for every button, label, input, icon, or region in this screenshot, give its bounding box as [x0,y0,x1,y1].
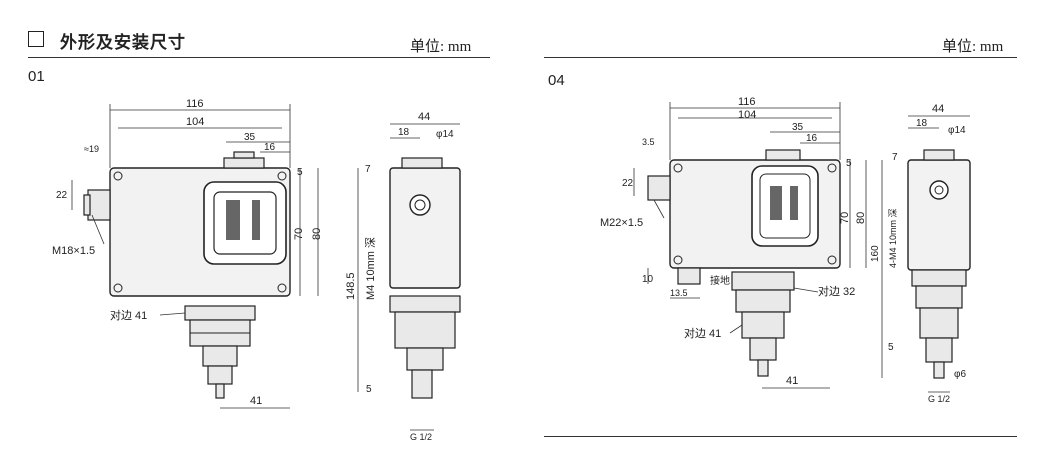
dim-22-04: 22 [622,178,634,189]
figure-04-drawing: 116 104 35 16 3.5 22 M22×1.5 5 70 80 10 … [600,96,971,404]
dim-10-04: 10 [642,274,654,285]
dim-80-04: 80 [855,212,867,224]
m4-thread-label-01: M4 10mm 深 [364,237,377,300]
dim-104-04: 104 [738,109,756,121]
header-rule-left [28,57,490,58]
dim-5b-04: 5 [888,342,894,353]
dim-18-04: 18 [916,118,928,129]
unit-label-left: 单位: mm [410,39,472,55]
dim-116: 116 [186,98,204,110]
dim-80: 80 [311,228,323,240]
dim-22: 22 [56,190,68,201]
g-thread-01: G 1/2 [410,432,432,442]
dim-18-01: 18 [398,127,410,138]
dim-phi6: φ6 [954,369,966,380]
thread-label-01: M18×1.5 [52,245,95,257]
dim-16: 16 [264,142,276,153]
dim-5-04: 5 [846,158,852,169]
housing-front-01 [83,151,291,399]
figure-01-drawing: 116 104 35 16 ≈19 22 M18×1.5 5 70 80 对边 … [52,98,461,442]
dim-70-04: 70 [839,212,851,224]
dim-3-5: 3.5 [642,137,655,147]
across-flats-41-01: 对边 41 [110,308,147,322]
dim-7-01: 7 [365,164,371,175]
across-flats-41-04: 对边 41 [684,326,721,340]
thread-label-04: M22×1.5 [600,217,643,229]
dim-70: 70 [293,228,305,240]
dim-44-04: 44 [932,103,944,115]
dim-44-01: 44 [418,111,430,123]
figure-number-04: 04 [548,72,565,89]
dim-35: 35 [244,132,256,143]
side-view-01 [389,157,461,399]
dim-35-04: 35 [792,122,804,133]
dim-13-5: 13.5 [670,288,688,298]
section-title: 外形及安装尺寸 [60,33,186,52]
dim-phi14-01: φ14 [436,129,454,140]
dim-148-5: 148.5 [345,272,357,300]
dim-104: 104 [186,116,204,128]
unit-label-right: 单位: mm [942,39,1004,55]
dim-7-04: 7 [892,152,898,163]
header-rule-right [544,57,1017,58]
across-flats-32: 对边 32 [818,284,855,298]
dim-5b-01: 5 [366,384,372,395]
dim-160: 160 [870,245,881,262]
side-view-04 [907,149,971,379]
dim-5: 5 [297,167,303,178]
dim-41-04: 41 [786,375,798,387]
ground-label: 接地 [710,274,730,287]
housing-front-04 [647,149,841,377]
dim-16-04: 16 [806,133,818,144]
dim-19: ≈19 [84,144,99,154]
g-thread-04: G 1/2 [928,394,950,404]
dim-phi14-04: φ14 [948,125,966,136]
dim-41-01: 41 [250,395,262,407]
figure-number-01: 01 [28,68,45,85]
footer-rule-right [544,436,1017,437]
dim-116-04: 116 [738,96,756,108]
section-checkbox-icon [28,31,44,47]
m4-thread-label-04: 4-M4 10mm 深 [888,208,898,268]
